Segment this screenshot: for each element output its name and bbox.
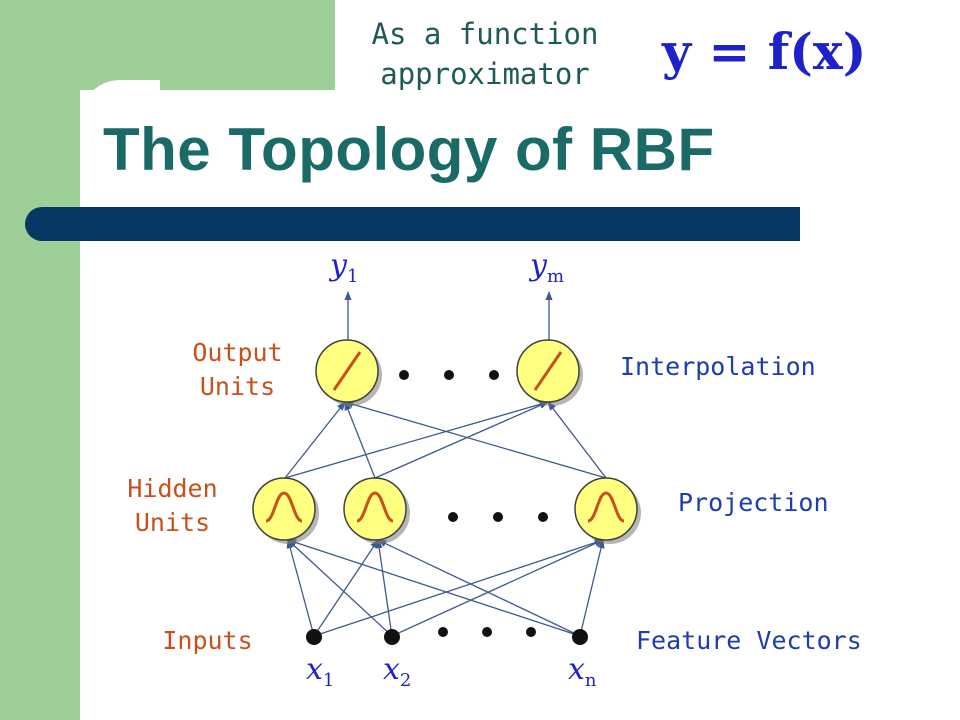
output-unit-node-m xyxy=(516,339,583,406)
hidden-unit-node-1 xyxy=(252,477,319,544)
feature-vectors-label: Feature Vectors xyxy=(636,626,862,655)
output-units-label: Output Units xyxy=(170,336,305,404)
green-top-band xyxy=(80,0,335,90)
output-variable-ym: ym xyxy=(530,248,565,287)
hidden-units-label: Hidden Units xyxy=(105,472,240,540)
function-formula: y = f(x) xyxy=(662,22,867,81)
hidden-unit-node-2 xyxy=(343,477,410,544)
input-node-1 xyxy=(306,629,322,645)
input-hidden-connections xyxy=(286,539,605,637)
input-variable-x1: x1 xyxy=(306,652,335,691)
hidden-units-label-line-1: Hidden xyxy=(127,474,218,503)
hidden-unit-node-n xyxy=(574,477,641,544)
slide-title: The Topology of RBF xyxy=(103,116,715,183)
subtitle-line-2: approximator xyxy=(380,57,590,91)
input-node-n xyxy=(572,629,588,645)
output-ellipsis xyxy=(399,370,499,380)
output-variable-y1: y1 xyxy=(330,248,359,287)
output-units-label-line-2: Units xyxy=(199,372,276,401)
projection-label: Projection xyxy=(678,488,829,517)
output-units-label-line-1: Output xyxy=(192,338,283,367)
gaussian-bump-icon xyxy=(356,491,394,523)
hidden-units-label-line-2: Units xyxy=(134,508,211,537)
output-arrows xyxy=(344,291,553,342)
subtitle: As a function approximator xyxy=(355,14,615,94)
input-variable-x2: x2 xyxy=(383,652,412,691)
interpolation-label: Interpolation xyxy=(620,352,816,381)
linear-icon xyxy=(533,351,563,391)
title-divider-bar xyxy=(25,207,800,241)
inputs-label: Inputs xyxy=(162,626,253,655)
input-node-2 xyxy=(384,629,400,645)
hidden-output-connections xyxy=(284,400,607,479)
content-corner xyxy=(80,80,160,160)
gaussian-bump-icon xyxy=(265,491,303,523)
output-unit-node-1 xyxy=(315,339,382,406)
linear-icon xyxy=(332,351,362,391)
gaussian-bump-icon xyxy=(587,491,625,523)
green-side-band xyxy=(0,0,80,720)
subtitle-line-1: As a function xyxy=(371,17,599,51)
input-ellipsis xyxy=(438,627,536,637)
input-variable-xn: xn xyxy=(568,652,597,691)
hidden-ellipsis xyxy=(448,512,548,522)
